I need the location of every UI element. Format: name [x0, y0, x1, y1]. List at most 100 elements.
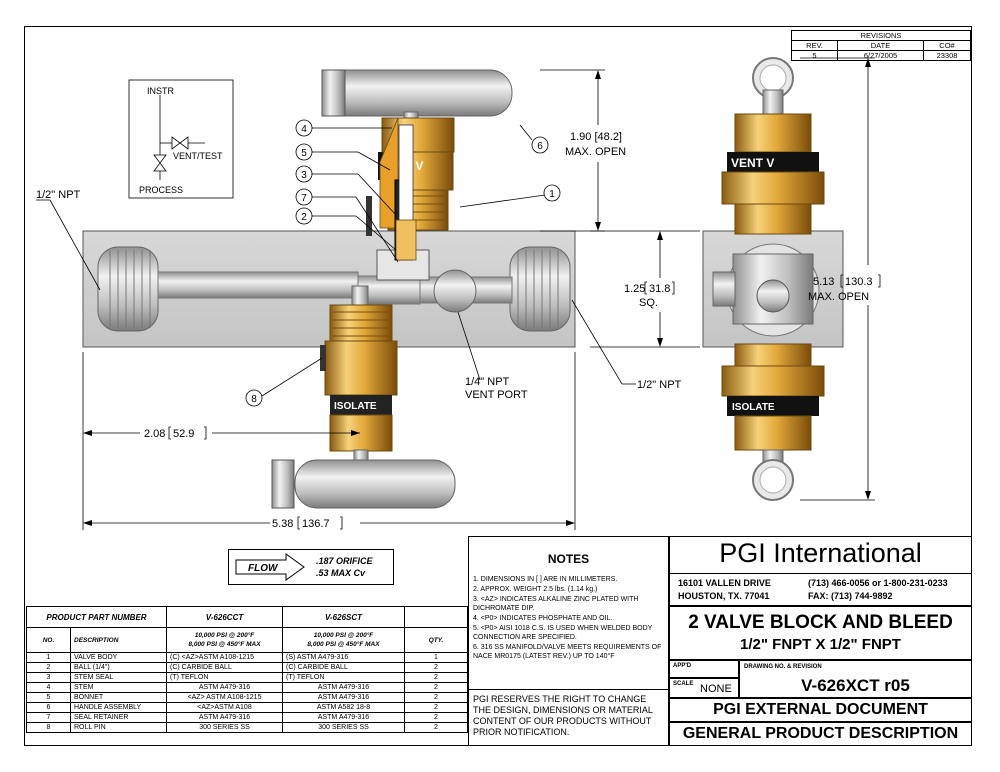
- flow-cv: .53 MAX Cv: [316, 568, 366, 578]
- table-row: 2 BALL (1/4") (C) CARBIDE BALL (C) CARBI…: [26, 662, 468, 673]
- dim-sq-mm: 31.8: [649, 283, 670, 295]
- row-no: 1: [26, 652, 71, 663]
- disclaimer: PGI RESERVES THE RIGHT TO CHANGE THE DES…: [473, 694, 653, 737]
- row-desc: VALVE BODY: [70, 652, 167, 663]
- note-item: 1. DIMENSIONS IN [ ] ARE IN MILLIMETERS.: [473, 576, 618, 583]
- row-material-b: ASTM A479-316: [282, 692, 405, 703]
- row-material-a: 300 SERIES SS: [166, 722, 283, 733]
- isolate-label-side: ISOLATE: [732, 402, 775, 413]
- part-b-header: V-626SCT: [282, 606, 405, 628]
- rating-a-2: 8,000 PSI @ 450°F MAX: [188, 641, 261, 648]
- lower-valve: ISOLATE: [271, 285, 456, 509]
- row-material-a: <AZ> ASTM A108-1215: [166, 692, 283, 703]
- front-view: [82, 230, 576, 348]
- col-no: NO.: [26, 627, 71, 653]
- dim-538-mm: 136.7: [302, 518, 330, 530]
- row-material-b: ASTM A479-316: [282, 712, 405, 723]
- row-desc: BONNET: [70, 692, 167, 703]
- row-material-b: (C) CARBIDE BALL: [282, 662, 405, 673]
- dim-538-value: 5.38: [272, 518, 293, 530]
- row-no: 2: [26, 662, 71, 673]
- balloon-1: 1: [549, 189, 555, 200]
- col-qty: QTY.: [404, 627, 468, 653]
- row-qty: 2: [404, 662, 468, 673]
- row-qty: 2: [404, 692, 468, 703]
- row-desc: STEM: [70, 682, 167, 693]
- phone: (713) 466-0056 or 1-800-231-0233: [808, 578, 948, 588]
- rating-a-1: 10,000 PSI @ 200°F: [194, 632, 255, 639]
- row-material-a: (C) <AZ>ASTM A108-1215: [166, 652, 283, 663]
- document-type: PGI EXTERNAL DOCUMENT: [713, 701, 928, 718]
- dimension-lines: [36, 57, 875, 530]
- dim-208-value: 2.08: [144, 428, 165, 440]
- balloon-2: 2: [301, 212, 307, 223]
- row-desc: BALL (1/4"): [70, 662, 167, 673]
- co-value: 23308: [923, 50, 971, 61]
- table-row: 5 BONNET <AZ> ASTM A108-1215 ASTM A479-3…: [26, 692, 468, 703]
- row-desc: HANDLE ASSEMBLY: [70, 702, 167, 713]
- row-no: 5: [26, 692, 71, 703]
- table-row: 1 VALVE BODY (C) <AZ>ASTM A108-1215 (S) …: [26, 652, 468, 663]
- dim-height-value: 5.13: [813, 276, 834, 288]
- valve-drawing: INSTR VENT/TEST PROCESS VENT V: [36, 57, 881, 530]
- scale-value: NONE: [700, 683, 732, 695]
- part-a-header: V-626CCT: [166, 606, 283, 628]
- balloon-leaders: [312, 127, 358, 217]
- document-type-cell: PGI EXTERNAL DOCUMENT: [669, 698, 972, 722]
- note-item: 4. <P0> INDICATES PHOSPHATE AND OIL.: [473, 615, 613, 622]
- schematic-vent-test: VENT/TEST: [173, 151, 223, 161]
- dim-height-mm: 130.3: [845, 276, 873, 288]
- drawing-number-label: DRAWING NO. & REVISION: [744, 664, 822, 670]
- notes-list: 1. DIMENSIONS IN [ ] ARE IN MILLIMETERS.…: [473, 575, 665, 662]
- side-view: VENT V ISOLATE: [702, 57, 844, 501]
- row-material-a: (C) CARBIDE BALL: [166, 662, 283, 673]
- rating-b-1: 10,000 PSI @ 200°F: [313, 632, 374, 639]
- row-desc: ROLL PIN: [70, 722, 167, 733]
- row-material-b: (T) TEFLON: [282, 672, 405, 683]
- fax: FAX: (713) 744-9892: [808, 591, 893, 601]
- note-item: 2. APPROX. WEIGHT 2.5 lbs. (1.14 kg.): [473, 586, 598, 593]
- company-name: PGI International: [719, 538, 922, 568]
- row-desc: STEM SEAL: [70, 672, 167, 683]
- product-part-number-header: PRODUCT PART NUMBER: [26, 606, 167, 628]
- dim-open-value: 1.90 [48.2]: [570, 131, 622, 143]
- balloon-7: 7: [301, 193, 307, 204]
- row-desc: SEAL RETAINER: [70, 712, 167, 723]
- drawing-number: V-626XCT r05: [801, 676, 910, 695]
- note-item: 3. <AZ> INDICATES ALKALINE ZINC PLATED W…: [473, 596, 639, 612]
- note-item: 5. <P0> AISI 1018 C.S. IS USED WHEN WELD…: [473, 625, 653, 641]
- row-qty: 2: [404, 722, 468, 733]
- flow-label: FLOW: [248, 563, 279, 574]
- balloon-5: 5: [301, 148, 307, 159]
- table-row: 7 SEAL RETAINER ASTM A479-316 ASTM A479-…: [26, 712, 468, 723]
- item-balloons: [245, 119, 561, 407]
- isolate-label-front: ISOLATE: [334, 401, 377, 412]
- balloon-6: 6: [537, 141, 543, 152]
- schematic-instr: INSTR: [147, 86, 175, 96]
- scale-cell: SCALE NONE: [669, 678, 739, 698]
- row-no: 6: [26, 702, 71, 713]
- row-material-b: ASTM A479-316: [282, 682, 405, 693]
- company-block: PGI International 16101 VALLEN DRIVE HOU…: [669, 536, 972, 606]
- row-material-a: (T) TEFLON: [166, 672, 283, 683]
- dim-height-label: MAX. OPEN: [808, 291, 869, 303]
- vent-port-label: VENT PORT: [465, 389, 528, 401]
- row-no: 7: [26, 712, 71, 723]
- mm-brackets: [168, 274, 881, 530]
- row-qty: 2: [404, 672, 468, 683]
- flow-indicator: FLOW .187 ORIFICE .53 MAX Cv: [228, 549, 394, 585]
- dim-sq-value: 1.25: [624, 283, 645, 295]
- scale-label: SCALE: [673, 681, 694, 687]
- approval-cell: APP'D: [669, 660, 739, 678]
- note-item: 6. 316 SS MANIFOLD/VALVE MEETS REQUIREME…: [473, 644, 662, 660]
- balloon-numbers: 4 5 3 7 2 6 1 8: [251, 124, 555, 405]
- row-no: 8: [26, 722, 71, 733]
- row-qty: 2: [404, 712, 468, 723]
- table-row: 6 HANDLE ASSEMBLY <AZ>ASTM A108 ASTM A58…: [26, 702, 468, 713]
- row-no: 3: [26, 672, 71, 683]
- valve-schematic: INSTR VENT/TEST PROCESS: [128, 79, 234, 199]
- balloon-8: 8: [251, 394, 257, 405]
- col-description: DESCRIPTION: [70, 627, 167, 653]
- balloon-3: 3: [301, 170, 307, 181]
- notes-title: NOTES: [547, 552, 590, 566]
